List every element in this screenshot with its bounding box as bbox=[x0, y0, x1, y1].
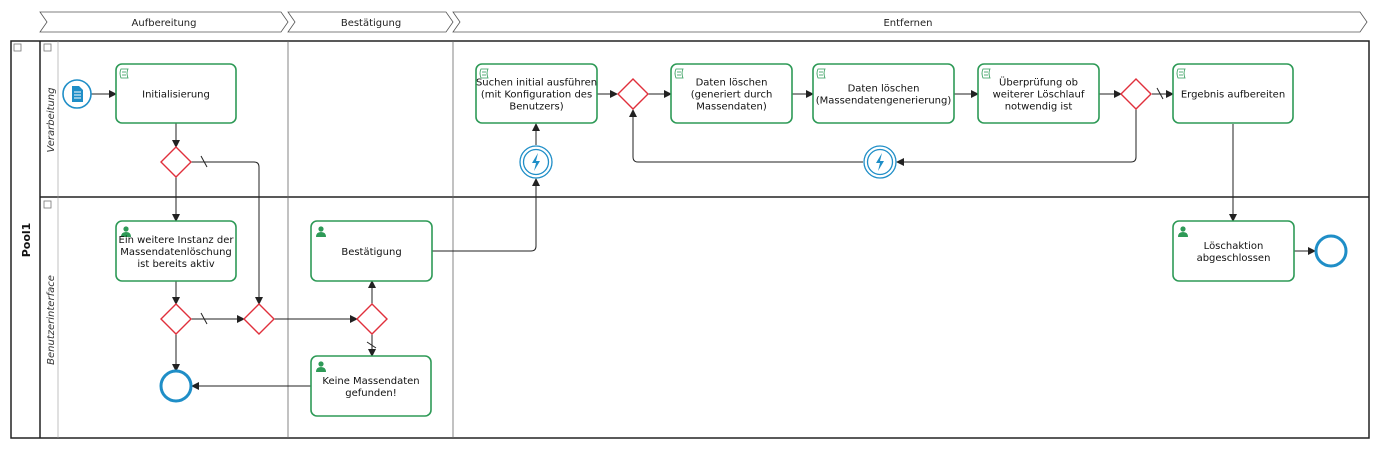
gateway-3-diamond[interactable] bbox=[243, 303, 275, 335]
task-ergebnis[interactable]: Ergebnis aufbereiten bbox=[1172, 63, 1294, 124]
user-task-icon bbox=[316, 226, 326, 237]
task-label-line: Benutzers) bbox=[509, 102, 563, 113]
sequence-flows bbox=[91, 90, 1316, 390]
user-task-icon bbox=[121, 226, 131, 237]
user-task-icon bbox=[316, 361, 326, 372]
flow-bestaetigung-signal1[interactable] bbox=[432, 178, 540, 252]
lightning-icon bbox=[532, 153, 540, 171]
script-task-icon bbox=[816, 68, 826, 79]
task-label-line: ist bereits aktiv bbox=[137, 259, 214, 270]
task-loeschen-2[interactable]: Daten löschen(Massendatengenerierung) bbox=[812, 63, 955, 124]
script-task-icon bbox=[674, 68, 684, 79]
phase-entfernen-chevron[interactable] bbox=[452, 11, 1368, 33]
lane-benutzerinterface-toggle[interactable] bbox=[43, 200, 52, 209]
task-bestaetigung[interactable]: Bestätigung bbox=[310, 220, 433, 282]
gateway-4-diamond[interactable] bbox=[356, 303, 388, 335]
signal-event-2[interactable] bbox=[863, 145, 897, 179]
task-label-line: weiterer Löschlauf bbox=[993, 90, 1085, 101]
task-label-line: Daten löschen bbox=[696, 78, 768, 89]
end-event-2[interactable] bbox=[1314, 234, 1348, 268]
task-label: Bestätigung bbox=[341, 247, 401, 258]
pool-label: Pool1 bbox=[20, 223, 33, 258]
phase-bestaetigung-label: Bestätigung bbox=[341, 18, 401, 29]
default-flow-markers bbox=[200, 87, 1164, 349]
task-label-line: Initialisierung bbox=[142, 90, 210, 101]
phase-aufbereitung-chevron[interactable] bbox=[39, 11, 289, 33]
task-initialisierung[interactable]: Initialisierung bbox=[115, 63, 237, 124]
task-label-line: notwendig ist bbox=[1005, 102, 1073, 113]
events-layer bbox=[62, 79, 1348, 403]
gateway-5-diamond[interactable] bbox=[617, 78, 649, 110]
task-suchen[interactable]: Suchen initial ausführen(mit Konfigurati… bbox=[475, 63, 598, 124]
task-label-line: (mit Konfiguration des bbox=[481, 90, 592, 101]
script-task-icon bbox=[1176, 68, 1186, 79]
task-label-line: abgeschlossen bbox=[1197, 253, 1271, 264]
gateway-6-diamond[interactable] bbox=[1120, 78, 1152, 110]
user-task-icon bbox=[1178, 226, 1188, 237]
gateway-1-diamond[interactable] bbox=[160, 146, 192, 178]
task-label: Daten löschen(Massendatengenerierung) bbox=[816, 84, 952, 107]
task-label-line: (generiert durch bbox=[691, 90, 773, 101]
phase-bestaetigung-chevron[interactable] bbox=[287, 11, 454, 33]
task-label-line: Überprüfung ob bbox=[999, 76, 1078, 89]
task-label: Suchen initial ausführen(mit Konfigurati… bbox=[476, 78, 597, 113]
task-label-line: Bestätigung bbox=[341, 247, 401, 258]
task-label-line: Daten löschen bbox=[848, 84, 920, 95]
task-label-line: (Massendatengenerierung) bbox=[816, 96, 952, 107]
lightning-icon bbox=[876, 153, 884, 171]
phase-aufbereitung-label: Aufbereitung bbox=[132, 18, 197, 29]
lane-verarbeitung-toggle[interactable] bbox=[43, 43, 52, 52]
task-label-line: Ein weitere Instanz der bbox=[119, 235, 235, 246]
end-event-1[interactable] bbox=[159, 369, 193, 403]
task-label-line: Löschaktion bbox=[1204, 241, 1264, 252]
pool-collapse-toggle[interactable] bbox=[13, 43, 22, 52]
start-event[interactable] bbox=[62, 79, 92, 109]
task-label: Initialisierung bbox=[142, 90, 210, 101]
gateway-2-diamond[interactable] bbox=[160, 303, 192, 335]
task-label-line: gefunden! bbox=[345, 388, 397, 399]
phase-entfernen-label: Entfernen bbox=[883, 18, 932, 29]
task-label-line: Suchen initial ausführen bbox=[476, 78, 597, 89]
flow-gw6-signal2[interactable] bbox=[896, 109, 1137, 166]
lane-benutzerinterface-label: Benutzerinterface bbox=[46, 275, 57, 365]
document-icon bbox=[72, 86, 83, 102]
task-label: Ergebnis aufbereiten bbox=[1181, 90, 1285, 101]
lane-verarbeitung-label: Verarbeitung bbox=[46, 88, 57, 153]
script-task-icon bbox=[981, 68, 991, 79]
script-task-icon bbox=[119, 68, 129, 79]
task-label-line: Massendaten) bbox=[696, 102, 767, 113]
script-task-icon bbox=[479, 68, 489, 79]
gateways-layer bbox=[160, 78, 1152, 335]
task-label-line: Ergebnis aufbereiten bbox=[1181, 90, 1285, 101]
flow-gw1-gw3[interactable] bbox=[191, 161, 263, 305]
phase-header: Aufbereitung Bestätigung Entfernen bbox=[39, 11, 1368, 33]
task-label-line: Keine Massendaten bbox=[322, 376, 419, 387]
task-label-line: Massendatenlöschung bbox=[120, 247, 232, 258]
flow-signal2-gw5[interactable] bbox=[629, 109, 863, 163]
signal-event-1[interactable] bbox=[519, 145, 553, 179]
